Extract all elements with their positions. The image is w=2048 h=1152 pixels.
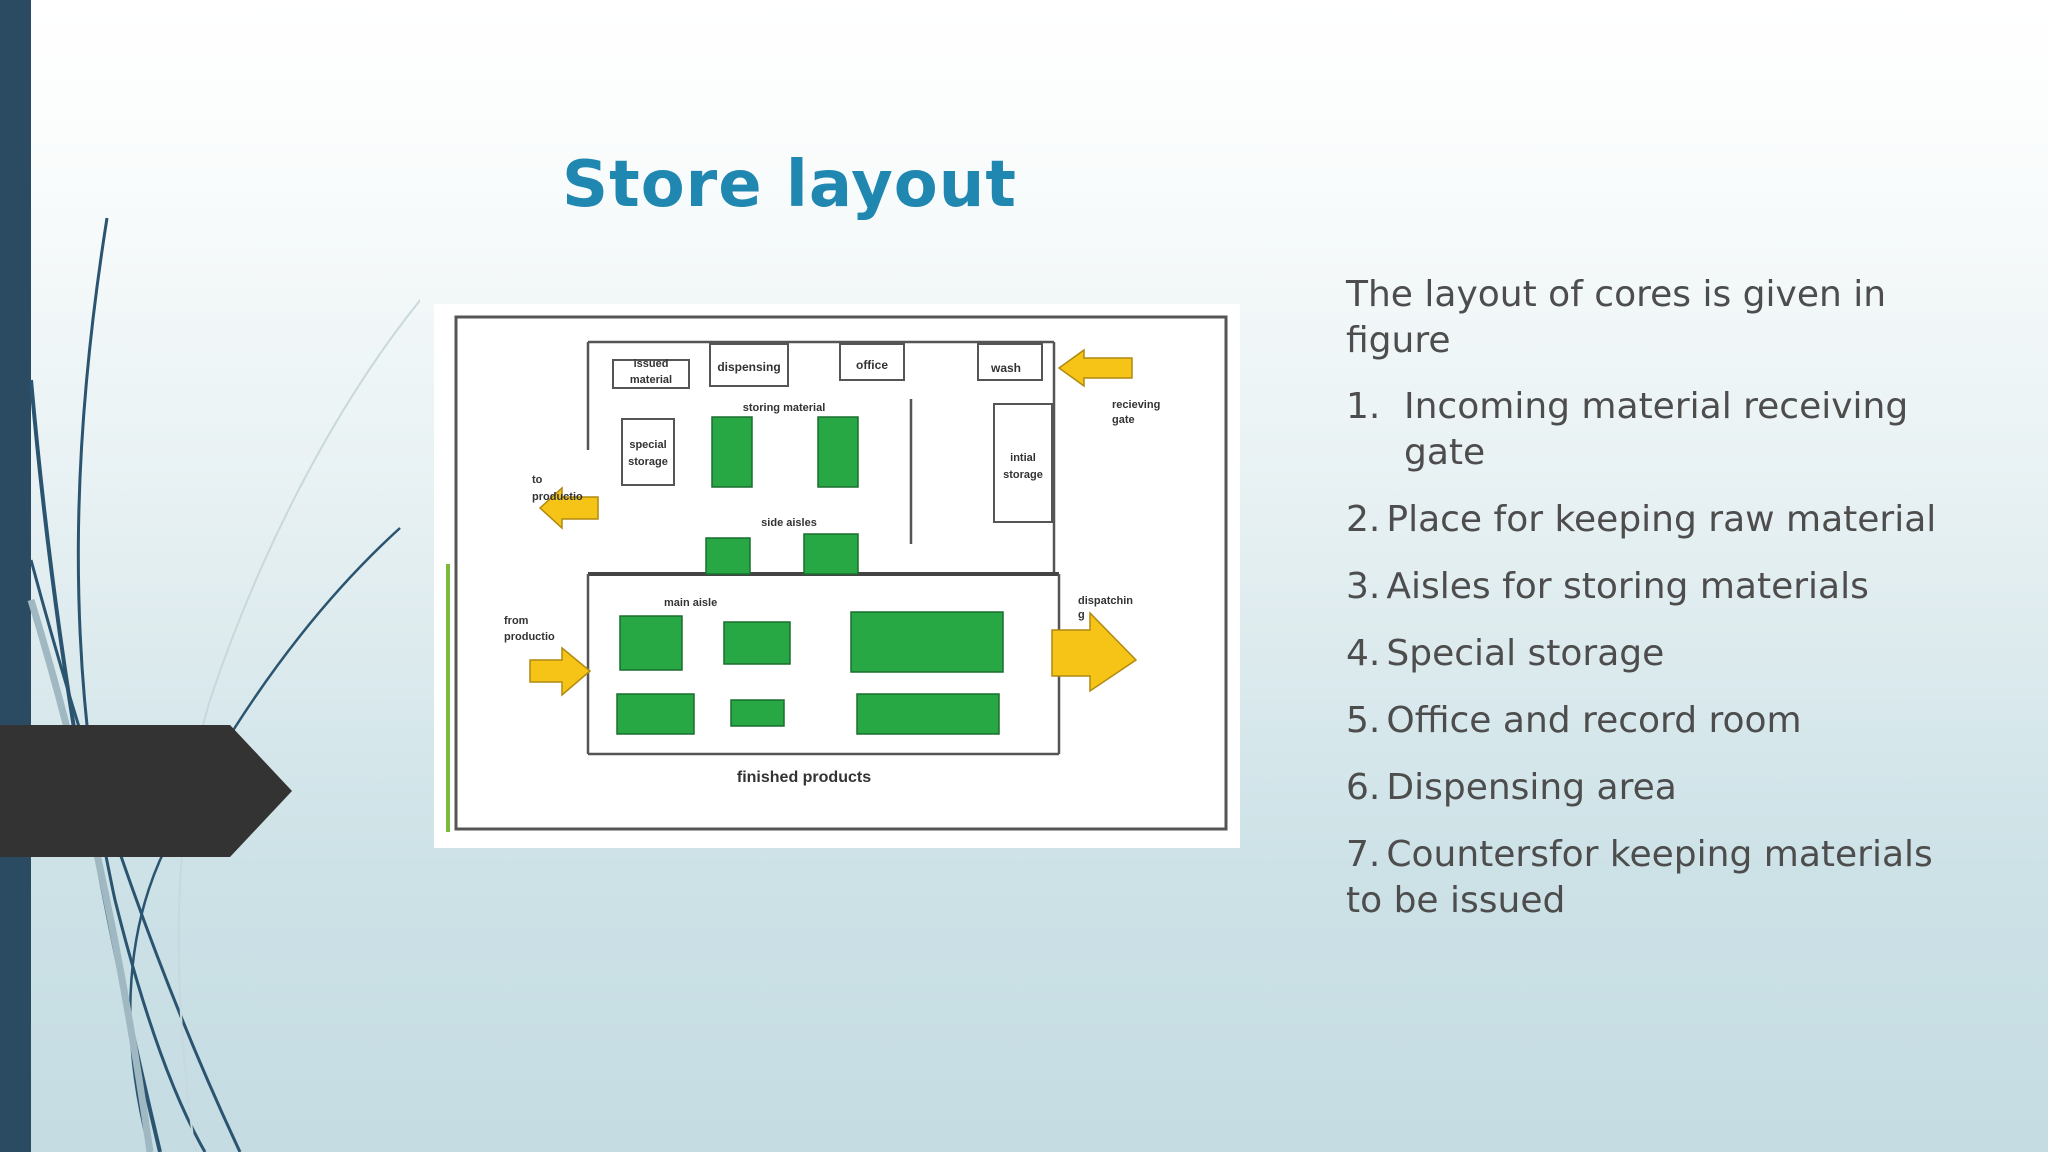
storage-block <box>619 615 683 671</box>
office-label: office <box>856 358 888 372</box>
to-production-label-1: to <box>532 474 543 486</box>
initial-storage-box <box>993 403 1053 523</box>
list-item-number: 7. <box>1346 834 1381 875</box>
slide-title: Store layout <box>562 148 1017 222</box>
list-item-text: Aisles for storing materials <box>1386 566 1869 607</box>
list-item: 3.Aisles for storing materials <box>1346 564 1946 610</box>
issued-label-2: material <box>630 374 672 386</box>
list-item-text: Place for keeping raw material <box>1386 499 1937 540</box>
issued-material-box <box>612 359 690 389</box>
receiving-label-1: recieving <box>1112 399 1160 411</box>
dispensing-box <box>709 343 789 387</box>
dispatching-label-1: dispatchin <box>1078 595 1133 607</box>
list-item-text: Office and record room <box>1386 700 1802 741</box>
receiving-label-2: gate <box>1112 414 1135 426</box>
intro-text: The layout of cores is given in figure <box>1346 274 1887 361</box>
list-item: 4.Special storage <box>1346 631 1946 677</box>
store-layout-figure: issued material dispensing office wash r… <box>434 304 1240 848</box>
office-box <box>839 343 905 381</box>
list-item-number: 4. <box>1346 633 1381 674</box>
from-production-label-1: from <box>504 615 529 627</box>
list-item-text: Incoming material receiving gate <box>1404 386 1909 473</box>
list-item: 6.Dispensing area <box>1346 765 1946 811</box>
storage-block <box>730 699 785 727</box>
issued-label-1: issued <box>634 358 669 370</box>
storage-block <box>856 693 1000 735</box>
list-item-number: 3. <box>1346 566 1381 607</box>
storage-block <box>705 537 751 575</box>
storage-block <box>723 621 791 665</box>
outer-frame <box>454 315 1228 831</box>
storage-block <box>711 416 753 488</box>
initial-label-2: storage <box>1003 469 1043 481</box>
list-item-text: Countersfor keeping materials to be issu… <box>1346 834 1933 921</box>
main-aisle-label: main aisle <box>664 597 717 609</box>
storage-block <box>850 611 1004 673</box>
dispatching-label-2: g <box>1078 609 1085 621</box>
list-item: 5.Office and record room <box>1346 698 1946 744</box>
list-item-text: Dispensing area <box>1386 767 1677 808</box>
list-item: 1. Incoming material receiving gate <box>1346 384 1946 476</box>
list-item-text: Special storage <box>1386 633 1665 674</box>
finished-products-label: finished products <box>737 769 871 786</box>
special-label-1: special <box>629 439 666 451</box>
list-item: 2.Place for keeping raw material <box>1346 497 1946 543</box>
to-production-label-2: productio <box>532 491 583 503</box>
storing-material-label: storing material <box>743 402 826 414</box>
to-production-arrow <box>538 486 599 530</box>
initial-label-1: intial <box>1010 452 1036 464</box>
storage-block <box>803 533 859 575</box>
special-label-2: storage <box>628 456 668 468</box>
dispensing-label: dispensing <box>717 360 780 374</box>
storage-block <box>616 693 695 735</box>
left-accent-bar <box>0 0 31 1152</box>
receiving-arrow <box>1057 348 1133 388</box>
section-tab-shape <box>0 725 292 857</box>
list-item-number: 6. <box>1346 767 1381 808</box>
special-storage-box <box>621 418 675 486</box>
from-production-label-2: productio <box>504 631 555 643</box>
list-item-number: 5. <box>1346 700 1381 741</box>
list-item-number: 2. <box>1346 499 1381 540</box>
list-item-number: 1. <box>1346 386 1381 427</box>
decorative-curves <box>27 217 420 1152</box>
dispatching-arrow <box>1051 611 1138 693</box>
content-text-panel: The layout of cores is given in figure 1… <box>1346 272 1946 945</box>
list-item: 7.Countersfor keeping materials to be is… <box>1346 832 1946 924</box>
storage-block <box>817 416 859 488</box>
wash-label: wash <box>990 361 1021 375</box>
from-production-arrow <box>529 646 592 697</box>
wash-box <box>977 343 1043 381</box>
side-aisles-label: side aisles <box>761 517 817 529</box>
